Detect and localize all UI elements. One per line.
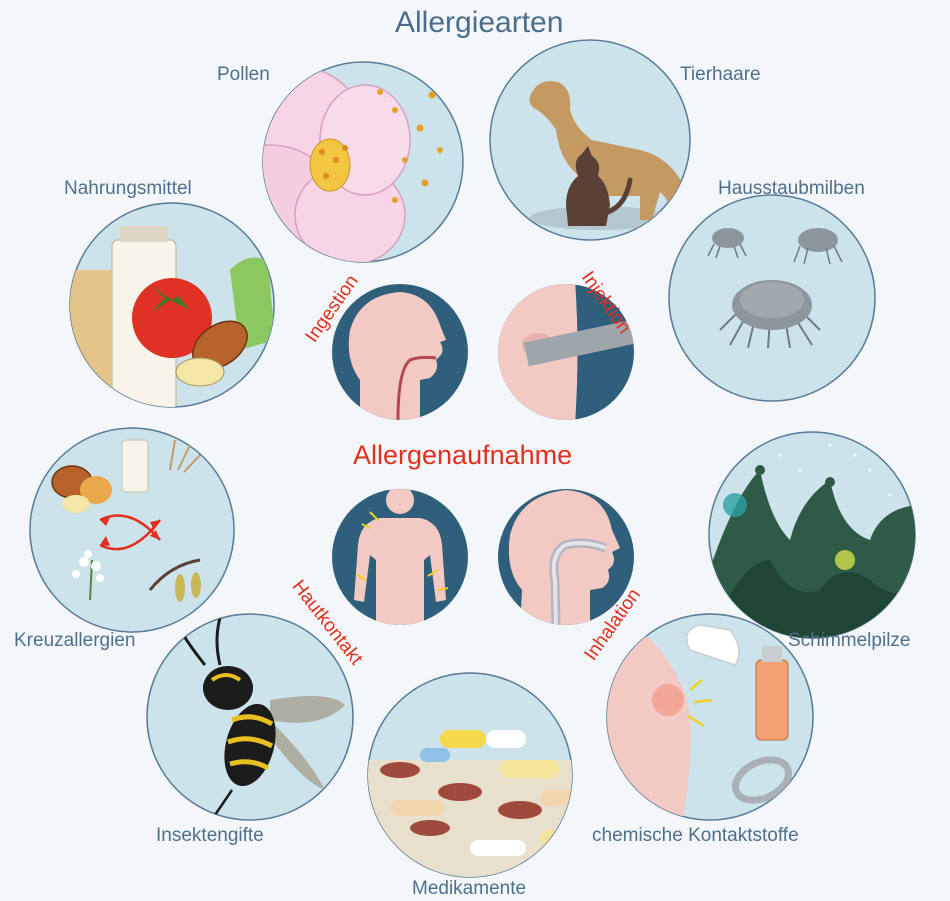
hausstaubmilben-circle: [669, 195, 875, 401]
diagram-title: Allergiearten: [395, 6, 563, 40]
kontaktstoffe-circle: [607, 614, 813, 830]
label-medikamente: Medikamente: [412, 878, 526, 900]
label-kontaktstoffe: chemische Kontaktstoffe: [592, 825, 799, 847]
label-insektengifte: Insektengifte: [156, 825, 264, 847]
hautkontakt-circle: [332, 486, 468, 630]
medikamente-circle: [368, 673, 580, 880]
ingestion-circle: [332, 284, 468, 420]
insektengifte-circle: [147, 614, 353, 820]
label-hausstaubmilben: Hausstaubmilben: [718, 178, 865, 200]
label-tierhaare: Tierhaare: [680, 64, 761, 86]
label-kreuzallergien: Kreuzallergien: [14, 630, 135, 652]
tierhaare-circle: [490, 40, 690, 240]
label-pollen: Pollen: [217, 64, 270, 86]
center-label: Allergenaufnahme: [353, 440, 572, 471]
kreuzallergien-circle: [30, 428, 234, 632]
nahrungsmittel-circle: [60, 203, 275, 410]
schimmelpilze-circle: [700, 432, 915, 640]
label-nahrungsmittel: Nahrungsmittel: [64, 178, 192, 200]
injektion-circle: [490, 280, 646, 425]
label-schimmelpilze: Schimmelpilze: [788, 630, 910, 652]
